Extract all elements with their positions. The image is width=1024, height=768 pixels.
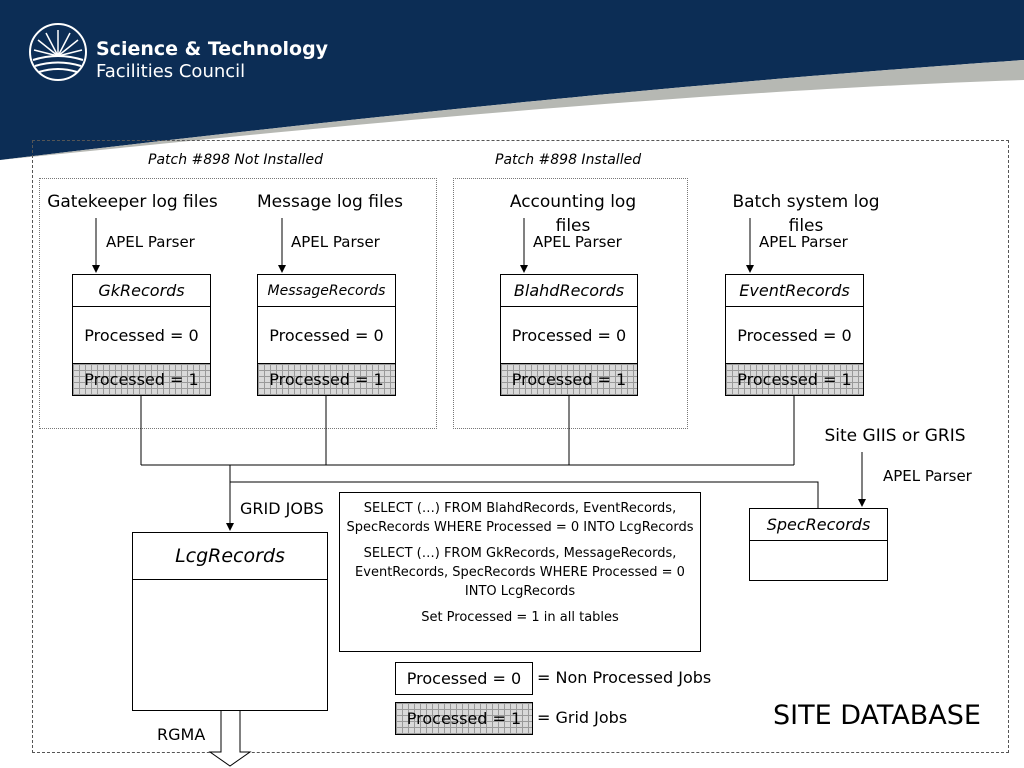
specrecords-table: SpecRecords xyxy=(749,508,888,581)
blahdrecords-title: BlahdRecords xyxy=(501,275,637,307)
rgma-label: RGMA xyxy=(157,725,206,744)
gkrecords-title: GkRecords xyxy=(73,275,210,307)
lcgrecords-table: LcgRecords xyxy=(132,532,328,711)
parser-label-message: APEL Parser xyxy=(291,233,380,251)
messagerecords-processed-1: Processed = 1 xyxy=(258,363,395,395)
sql-statements-box: SELECT (…) FROM BlahdRecords, EventRecor… xyxy=(339,492,701,652)
patch-installed-frame xyxy=(453,178,688,429)
blahdrecords-processed-0: Processed = 0 xyxy=(511,325,627,345)
eventrecords-table: EventRecords Processed = 0 Processed = 1 xyxy=(725,274,864,396)
source-batch: Batch system log files xyxy=(732,192,880,236)
site-database-label: SITE DATABASE xyxy=(773,700,981,731)
legend-processed-0-box: Processed = 0 xyxy=(395,662,533,695)
sql-line-1: SELECT (…) FROM BlahdRecords, EventRecor… xyxy=(346,501,694,535)
patch-installed-label: Patch #898 Installed xyxy=(495,152,642,168)
logo-subtitle: Facilities Council xyxy=(96,61,246,82)
header-banner xyxy=(0,0,1024,160)
sql-line-2: SELECT (…) FROM GkRecords, MessageRecord… xyxy=(355,546,685,599)
patch-not-installed-frame xyxy=(39,178,437,429)
source-accounting: Accounting log files xyxy=(509,192,637,236)
lcgrecords-title: LcgRecords xyxy=(133,533,327,580)
messagerecords-processed-0: Processed = 0 xyxy=(269,325,384,345)
parser-label-gk: APEL Parser xyxy=(106,233,195,251)
eventrecords-title: EventRecords xyxy=(726,275,863,307)
legend-non-processed-text: = Non Processed Jobs xyxy=(537,668,712,687)
eventrecords-processed-1: Processed = 1 xyxy=(726,363,863,395)
stfc-logo-icon xyxy=(29,23,87,81)
gkrecords-processed-1: Processed = 1 xyxy=(73,363,210,395)
patch-not-installed-label: Patch #898 Not Installed xyxy=(148,152,324,168)
source-site-giis: Site GIIS or GRIS xyxy=(824,426,966,446)
gkrecords-table: GkRecords Processed = 0 Processed = 1 xyxy=(72,274,211,396)
sql-line-3: Set Processed = 1 in all tables xyxy=(421,610,619,625)
messagerecords-table: MessageRecords Processed = 0 Processed =… xyxy=(257,274,396,396)
eventrecords-processed-0: Processed = 0 xyxy=(737,325,852,345)
parser-label-blahd: APEL Parser xyxy=(533,233,622,251)
grid-jobs-label: GRID JOBS xyxy=(240,499,324,518)
site-database-frame xyxy=(32,140,1009,753)
logo-title: Science & Technology xyxy=(96,38,329,60)
source-gatekeeper: Gatekeeper log files xyxy=(47,192,218,212)
specrecords-title: SpecRecords xyxy=(750,509,887,541)
blahdrecords-table: BlahdRecords Processed = 0 Processed = 1 xyxy=(500,274,638,396)
legend-grid-jobs-text: = Grid Jobs xyxy=(537,708,628,727)
wire-spec xyxy=(230,481,819,508)
messagerecords-title: MessageRecords xyxy=(258,275,395,307)
blahdrecords-processed-1: Processed = 1 xyxy=(501,363,637,395)
source-message: Message log files xyxy=(257,192,403,212)
parser-label-event: APEL Parser xyxy=(759,233,848,251)
legend-processed-1-box: Processed = 1 xyxy=(395,702,533,735)
rgma-arrow-icon xyxy=(208,709,252,767)
gkrecords-processed-0: Processed = 0 xyxy=(84,325,199,345)
parser-label-spec: APEL Parser xyxy=(883,467,972,485)
